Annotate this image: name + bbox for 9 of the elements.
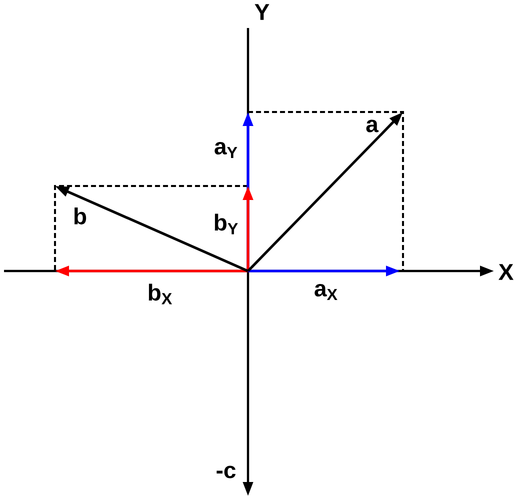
vector-label: b$_{Y}$: [214, 214, 238, 234]
vector-label: a$_{X}$: [314, 284, 338, 300]
vector-label: b$_{X}$: [148, 284, 172, 304]
axis-label: X: [498, 264, 514, 280]
axis-label: -c: [216, 466, 236, 478]
vector-label: b: [74, 208, 86, 224]
axis-label: Y: [254, 4, 270, 20]
vector-label: a: [366, 120, 379, 132]
vector-label: a$_{Y}$: [214, 142, 238, 158]
